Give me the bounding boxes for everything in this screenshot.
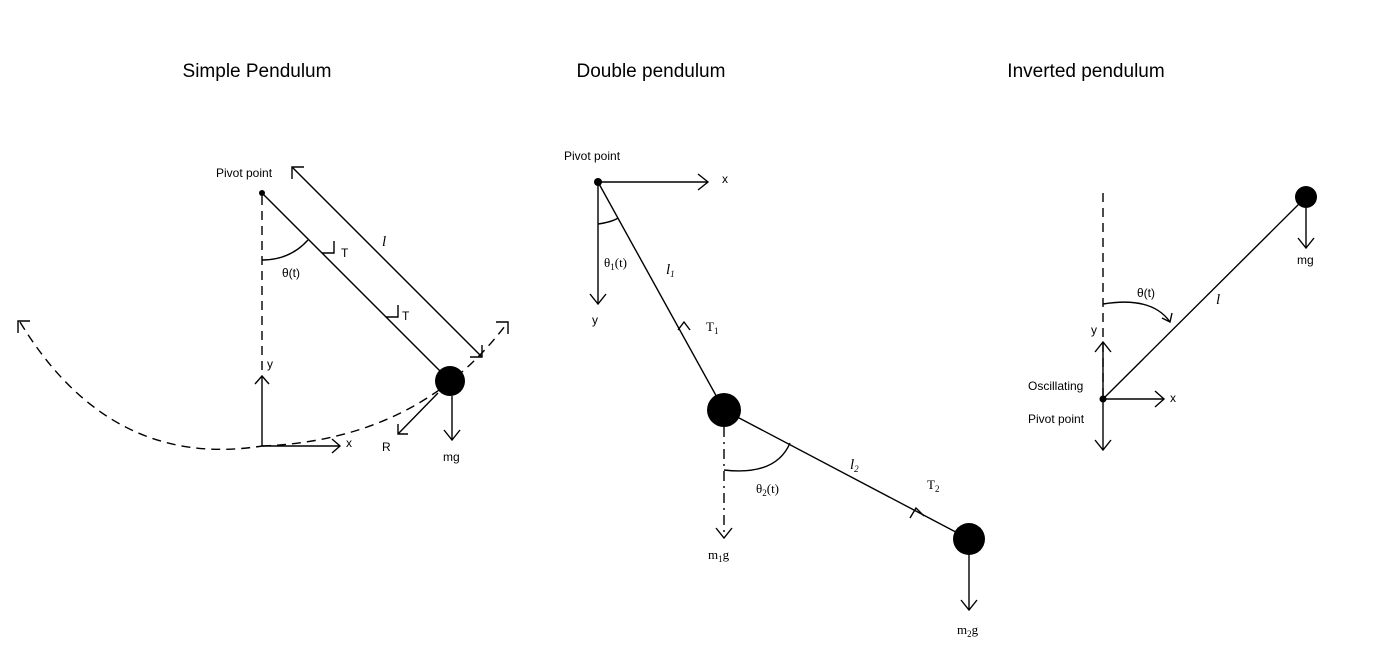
- inverted-pendulum-bob: [1295, 186, 1317, 208]
- simple-length-dimension: [291, 166, 483, 358]
- simple-arc-right-arrowhead: [496, 321, 509, 334]
- simple-swing-arc-left: [19, 321, 263, 450]
- double-rod-2: [723, 409, 970, 540]
- double-angle-1-arc: [597, 217, 619, 225]
- double-weight-1-label: m1g: [708, 547, 730, 564]
- simple-swing-arc-right: [261, 321, 509, 447]
- inverted-angle-label: θ(t): [1137, 286, 1155, 300]
- inverted-weight-label: mg: [1297, 253, 1314, 267]
- double-pendulum-panel: Double pendulum Pivot point x y θ1(t) l1…: [564, 61, 985, 639]
- simple-pivot-label: Pivot point: [216, 166, 273, 180]
- double-angle-2-label: θ2(t): [756, 481, 779, 498]
- simple-pendulum-bob: [435, 366, 465, 396]
- double-pendulum-title: Double pendulum: [577, 61, 726, 82]
- simple-angle-label: θ(t): [282, 266, 300, 280]
- double-y-axis-arrowhead: [589, 293, 607, 306]
- inverted-y-label: y: [1091, 323, 1097, 337]
- inverted-x-axis-arrowhead: [1154, 390, 1166, 408]
- simple-tension-label-1: T: [341, 246, 349, 260]
- double-x-label: x: [722, 172, 728, 186]
- simple-pendulum-panel: Simple Pendulum Pivot point l T T θ(t) y…: [17, 61, 509, 464]
- double-rod-1: [597, 181, 725, 411]
- double-bob-2: [953, 523, 985, 555]
- double-tension-1-label: T1: [706, 319, 718, 336]
- inverted-pivot-label: Pivot point: [1028, 412, 1085, 426]
- simple-weight-label: mg: [443, 450, 460, 464]
- inverted-pendulum-rod: [1102, 196, 1307, 400]
- inverted-angle-arc: [1102, 301, 1171, 323]
- simple-length-arrowhead-bottom: [470, 345, 483, 358]
- inverted-pendulum-panel: Inverted pendulum l θ(t) mg y x Oscillat…: [1007, 61, 1317, 452]
- simple-weight-arrowhead: [443, 429, 461, 442]
- double-angle-2-arc: [723, 442, 791, 472]
- simple-tension-arrowhead-1: [322, 241, 335, 254]
- inverted-pendulum-title: Inverted pendulum: [1007, 61, 1164, 82]
- inverted-weight-arrowhead: [1297, 237, 1315, 250]
- double-tension-2-arrowhead: [909, 506, 925, 519]
- simple-length-label: l: [382, 234, 386, 250]
- simple-x-label: x: [346, 436, 352, 450]
- double-weight-1-arrowhead: [715, 527, 733, 540]
- simple-angle-arc: [261, 239, 309, 261]
- double-length-2-label: l2: [850, 457, 859, 474]
- double-angle-1-label: θ1(t): [604, 255, 627, 272]
- inverted-oscillating-label: Oscillating: [1028, 379, 1083, 393]
- simple-y-axis-arrowhead: [254, 374, 270, 385]
- double-y-label: y: [592, 313, 598, 327]
- inverted-oscillation-arrowhead-down: [1094, 439, 1112, 452]
- double-tension-1-arrowhead: [677, 320, 691, 331]
- inverted-oscillation-arrowhead-up: [1094, 340, 1112, 353]
- simple-pendulum-title: Simple Pendulum: [183, 61, 332, 82]
- double-x-axis-arrowhead: [697, 173, 710, 191]
- inverted-x-label: x: [1170, 391, 1176, 405]
- simple-reaction-label: R: [382, 440, 391, 454]
- simple-reaction-arrow: [397, 392, 439, 435]
- simple-pendulum-rod: [261, 192, 451, 382]
- double-length-1-label: l1: [666, 262, 675, 279]
- double-tension-2-label: T2: [927, 477, 939, 494]
- simple-length-arrowhead-top: [291, 166, 304, 179]
- double-weight-2-arrowhead: [960, 599, 978, 612]
- double-weight-2-label: m2g: [957, 622, 979, 639]
- double-pivot-label: Pivot point: [564, 149, 621, 163]
- simple-arc-left-arrowhead: [17, 320, 30, 333]
- inverted-length-label: l: [1216, 292, 1220, 308]
- simple-x-axis-arrowhead: [331, 438, 342, 454]
- simple-tension-arrowhead-2: [386, 305, 399, 318]
- inverted-pivot-dot: [1099, 395, 1107, 403]
- simple-y-label: y: [267, 357, 273, 371]
- simple-reaction-arrowhead: [397, 424, 408, 435]
- simple-tension-label-2: T: [402, 309, 410, 323]
- inverted-angle-arrowhead: [1161, 312, 1173, 324]
